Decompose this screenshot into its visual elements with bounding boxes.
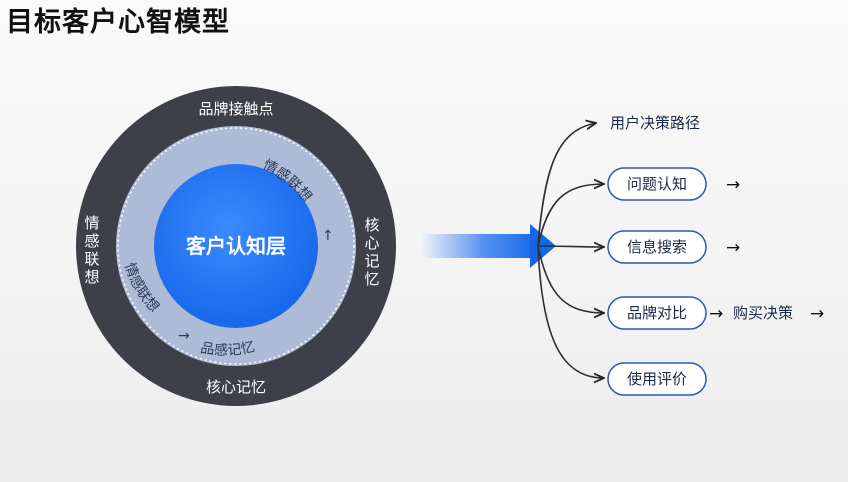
outer-left-char: 联 bbox=[84, 250, 99, 268]
outer-right-char: 核 bbox=[364, 216, 379, 234]
page-title: 目标客户心智模型 bbox=[6, 7, 230, 38]
path-node-arrow: → bbox=[709, 304, 723, 324]
inner-bottom-label: 品感记忆 bbox=[199, 339, 256, 359]
outer-left-char: 情 bbox=[84, 214, 99, 232]
outer-right-char: 记 bbox=[364, 252, 379, 270]
outer-left-char: 感 bbox=[84, 232, 99, 250]
branch-lines bbox=[537, 123, 604, 378]
outer-right-label: 核 心 记 忆 bbox=[364, 216, 379, 288]
core-circle bbox=[154, 164, 318, 328]
branch-to-node-4 bbox=[537, 245, 604, 378]
path-node-label: 品牌对比 bbox=[627, 304, 687, 322]
branch-to-heading bbox=[537, 123, 596, 247]
outer-bottom-label: 核心记忆 bbox=[206, 378, 266, 396]
outer-right-char: 心 bbox=[364, 234, 379, 252]
path-node: 信息搜索 bbox=[607, 230, 707, 264]
path-node-arrow: → bbox=[726, 175, 740, 195]
path-node: 使用评价 bbox=[607, 362, 707, 396]
purchase-label: 购买决策 bbox=[733, 304, 793, 322]
path-node: 问题认知 bbox=[607, 167, 707, 201]
middle-ring-dashed-border bbox=[117, 127, 355, 365]
inner-arrow-right: → bbox=[178, 328, 190, 344]
branch-to-node-3 bbox=[537, 245, 604, 313]
path-node-label: 使用评价 bbox=[627, 370, 687, 388]
outer-left-char: 想 bbox=[84, 268, 99, 286]
purchase-arrow: → bbox=[810, 304, 824, 324]
path-node-arrow: → bbox=[726, 238, 740, 258]
core-label: 客户认知层 bbox=[185, 234, 286, 258]
big-flow-arrow bbox=[420, 224, 556, 268]
branch-to-node-2 bbox=[537, 246, 604, 247]
outer-top-label: 品牌接触点 bbox=[198, 100, 273, 118]
path-node-label: 信息搜索 bbox=[627, 238, 687, 256]
inner-arrow-up: ↑ bbox=[322, 228, 334, 244]
path-heading: 用户决策路径 bbox=[610, 114, 700, 132]
path-node-label: 问题认知 bbox=[627, 175, 687, 193]
outer-right-char: 忆 bbox=[364, 270, 379, 288]
path-node: 品牌对比 bbox=[607, 296, 707, 330]
branch-to-node-1 bbox=[537, 184, 604, 247]
outer-left-label: 情 感 联 想 bbox=[84, 214, 99, 286]
